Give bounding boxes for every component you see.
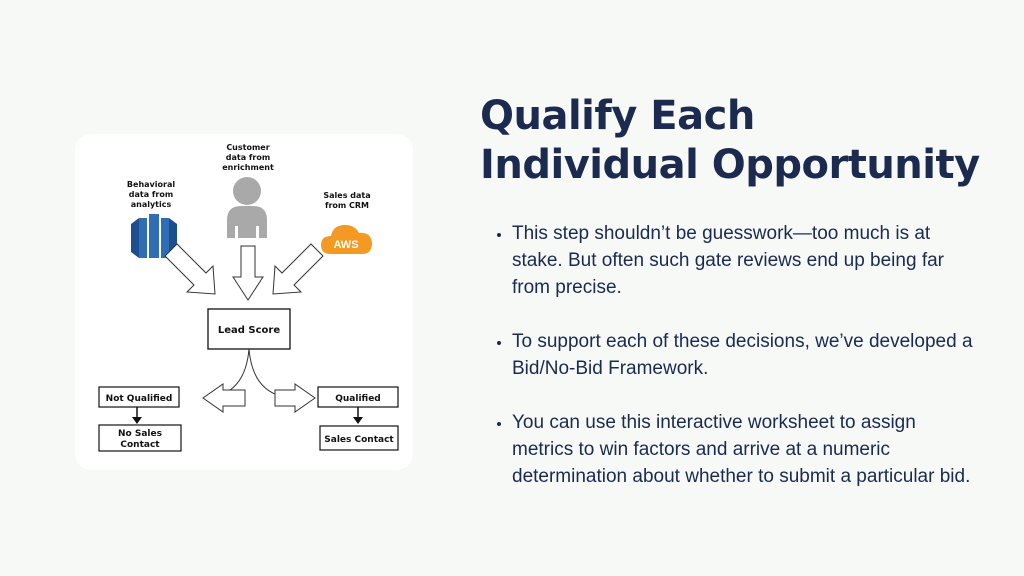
lead-score-label: Lead Score bbox=[218, 325, 280, 336]
bullet-item: This step shouldn’t be guesswork—too muc… bbox=[512, 220, 982, 301]
person-icon bbox=[227, 177, 267, 238]
sales-label-line1: Sales data bbox=[323, 191, 370, 200]
arrow-to-no-sales-contact bbox=[132, 417, 142, 424]
sales-contact-box bbox=[319, 425, 399, 451]
customer-label-line3: enrichment bbox=[222, 163, 274, 172]
no-sales-contact-line2: Contact bbox=[120, 440, 160, 450]
title-line-1: Qualify Each bbox=[480, 93, 755, 139]
bullet-list: This step shouldn’t be guesswork—too muc… bbox=[494, 220, 982, 517]
sales-label-line2: from CRM bbox=[325, 201, 369, 210]
lead-score-box bbox=[207, 308, 291, 350]
arrow-lead-to-qualified bbox=[274, 383, 316, 413]
arrow-behavioral-to-lead bbox=[164, 243, 216, 295]
no-sales-contact-box bbox=[98, 424, 182, 452]
not-qualified-box bbox=[98, 386, 180, 408]
arrow-lead-to-not-qualified bbox=[202, 383, 246, 413]
behavioral-label-line1: Behavioral bbox=[127, 180, 175, 189]
aws-cloud-icon: AWS bbox=[321, 225, 372, 254]
customer-label-line1: Customer bbox=[226, 143, 269, 152]
behavioral-label-line2: data from bbox=[129, 190, 173, 199]
arrow-to-sales-contact bbox=[353, 417, 363, 424]
diagram-card: Customer data from enrichment Behavioral… bbox=[75, 134, 413, 470]
no-sales-contact-line1: No Sales bbox=[118, 429, 162, 439]
title-line-2: Individual Opportunity bbox=[480, 142, 980, 188]
aws-logo-text: AWS bbox=[333, 239, 358, 251]
arrow-customer-to-lead bbox=[232, 245, 264, 301]
arrow-sales-to-lead bbox=[272, 243, 324, 295]
not-qualified-label: Not Qualified bbox=[106, 394, 173, 404]
qualified-label: Qualified bbox=[335, 394, 381, 404]
bullet-item: To support each of these decisions, we’v… bbox=[512, 328, 982, 382]
slide-title: Qualify Each Individual Opportunity bbox=[480, 92, 1000, 190]
customer-label-line2: data from bbox=[226, 153, 270, 162]
behavioral-label-line3: analytics bbox=[131, 200, 172, 209]
bullet-item: You can use this interactive worksheet t… bbox=[512, 409, 982, 490]
lead-scoring-diagram: Customer data from enrichment Behavioral… bbox=[98, 143, 399, 452]
sales-contact-label: Sales Contact bbox=[324, 435, 394, 445]
